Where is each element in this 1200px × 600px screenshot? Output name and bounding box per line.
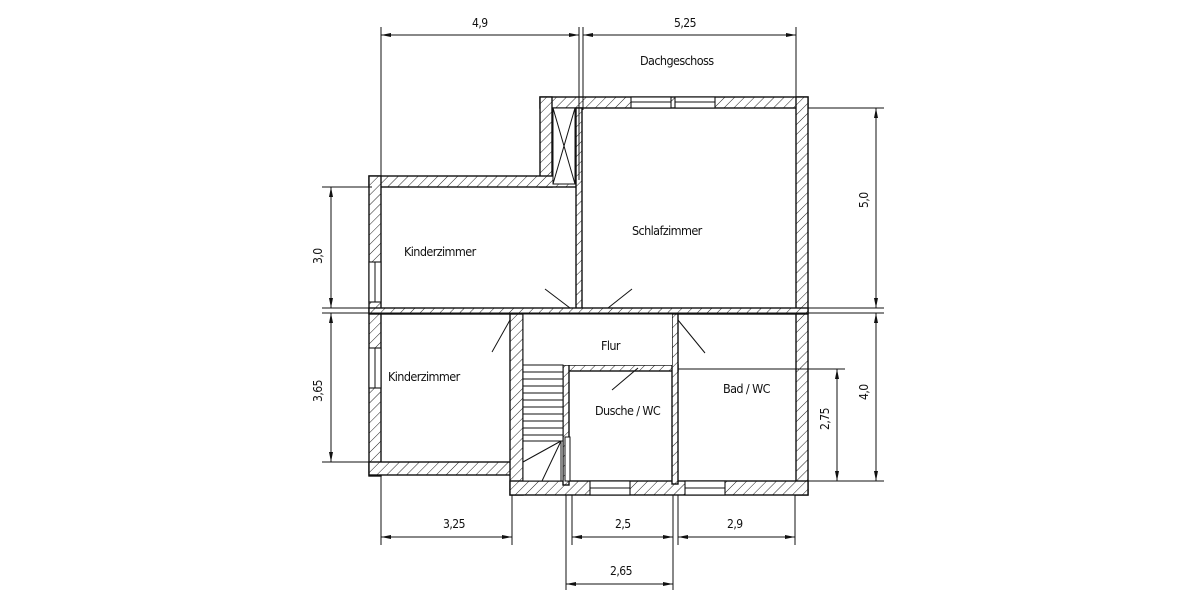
drawing-title: Dachgeschoss bbox=[640, 53, 714, 68]
room-label-flur: Flur bbox=[601, 338, 621, 353]
doors bbox=[491, 288, 706, 391]
dim-bottom-middle: 2,5 bbox=[615, 517, 631, 531]
dim-right-lower: 4,0 bbox=[857, 384, 871, 400]
room-label-kinderzimmer-1: Kinderzimmer bbox=[404, 244, 477, 259]
staircase bbox=[522, 364, 571, 482]
dim-left-upper: 3,0 bbox=[311, 248, 325, 264]
dim-right-inner: 2,75 bbox=[818, 408, 832, 430]
dim-top-left: 4,9 bbox=[472, 16, 488, 30]
dim-top-right: 5,25 bbox=[674, 16, 696, 30]
shaft bbox=[552, 107, 576, 185]
dim-bottom-left: 3,25 bbox=[443, 517, 465, 531]
dim-left-lower: 3,65 bbox=[311, 380, 325, 402]
dim-right-upper: 5,0 bbox=[857, 192, 871, 208]
room-label-bad-wc: Bad / WC bbox=[723, 381, 771, 396]
walls bbox=[368, 96, 809, 496]
dim-bottom-right: 2,9 bbox=[727, 517, 743, 531]
dim-bottom-total: 2,65 bbox=[610, 564, 632, 578]
room-label-dusche-wc: Dusche / WC bbox=[595, 403, 661, 418]
dimension-lines bbox=[322, 27, 884, 590]
room-label-kinderzimmer-2: Kinderzimmer bbox=[388, 369, 461, 384]
room-label-schlafzimmer: Schlafzimmer bbox=[632, 223, 703, 238]
windows bbox=[368, 96, 726, 496]
